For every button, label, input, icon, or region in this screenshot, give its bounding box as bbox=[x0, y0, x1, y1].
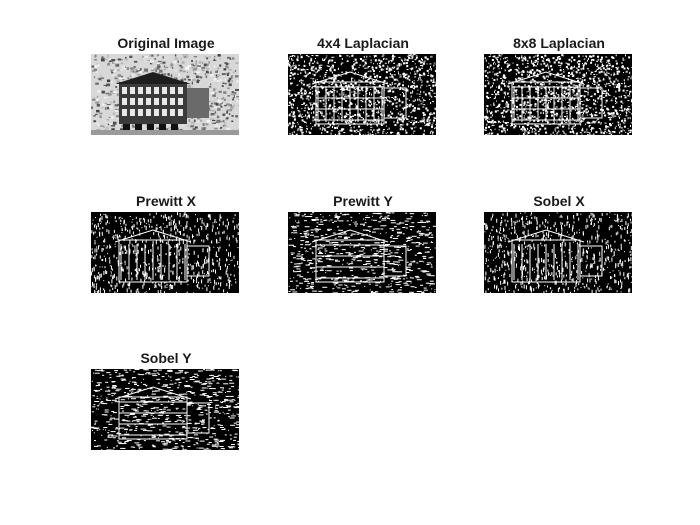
laplacian-4x4-canvas bbox=[288, 54, 436, 135]
prewitt-y-image bbox=[288, 212, 436, 293]
laplacian-8x8-image bbox=[484, 54, 632, 135]
laplacian-8x8-canvas bbox=[484, 54, 632, 135]
panel-title: Original Image bbox=[117, 35, 215, 51]
original-image-canvas bbox=[91, 54, 239, 135]
sobel-x-image bbox=[484, 212, 632, 293]
panel-title: Prewitt X bbox=[136, 193, 196, 209]
panel-title: 4x4 Laplacian bbox=[317, 35, 409, 51]
panel-title: Sobel Y bbox=[140, 350, 192, 366]
prewitt-y-canvas bbox=[288, 212, 436, 293]
sobel-y-image bbox=[91, 369, 239, 450]
sobel-x-canvas bbox=[484, 212, 632, 293]
laplacian-4x4-image bbox=[288, 54, 436, 135]
original-image bbox=[91, 54, 239, 135]
prewitt-x-image bbox=[91, 212, 239, 293]
prewitt-x-canvas bbox=[91, 212, 239, 293]
sobel-y-canvas bbox=[91, 369, 239, 450]
panel-title: Sobel X bbox=[533, 193, 585, 209]
panel-title: Prewitt Y bbox=[333, 193, 393, 209]
panel-title: 8x8 Laplacian bbox=[513, 35, 605, 51]
